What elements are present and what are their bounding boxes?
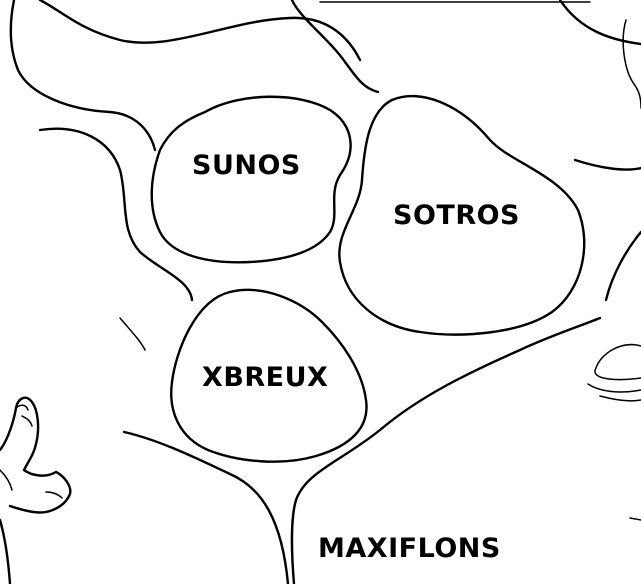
right-edge-scribble <box>588 345 641 520</box>
region-label-sunos: SUNOS <box>192 150 301 181</box>
top-center-outline <box>292 0 378 92</box>
top-left-outline <box>11 0 155 150</box>
left-edge-figure-detail <box>0 405 62 498</box>
left-river-end <box>120 318 145 350</box>
region-label-sotros: SOTROS <box>393 200 520 231</box>
region-label-maxiflons: MAXIFLONS <box>318 533 501 564</box>
maxiflons-left-boundary <box>124 432 288 584</box>
right-corner-detail <box>623 20 641 108</box>
left-edge-figure <box>0 398 70 584</box>
left-river-line <box>40 129 192 300</box>
right-upper-curve <box>575 160 641 170</box>
region-label-xbreux: XBREUX <box>202 362 328 393</box>
right-middle-curve <box>606 232 641 300</box>
right-top-curve <box>560 0 641 44</box>
top-left-loop <box>40 0 360 60</box>
